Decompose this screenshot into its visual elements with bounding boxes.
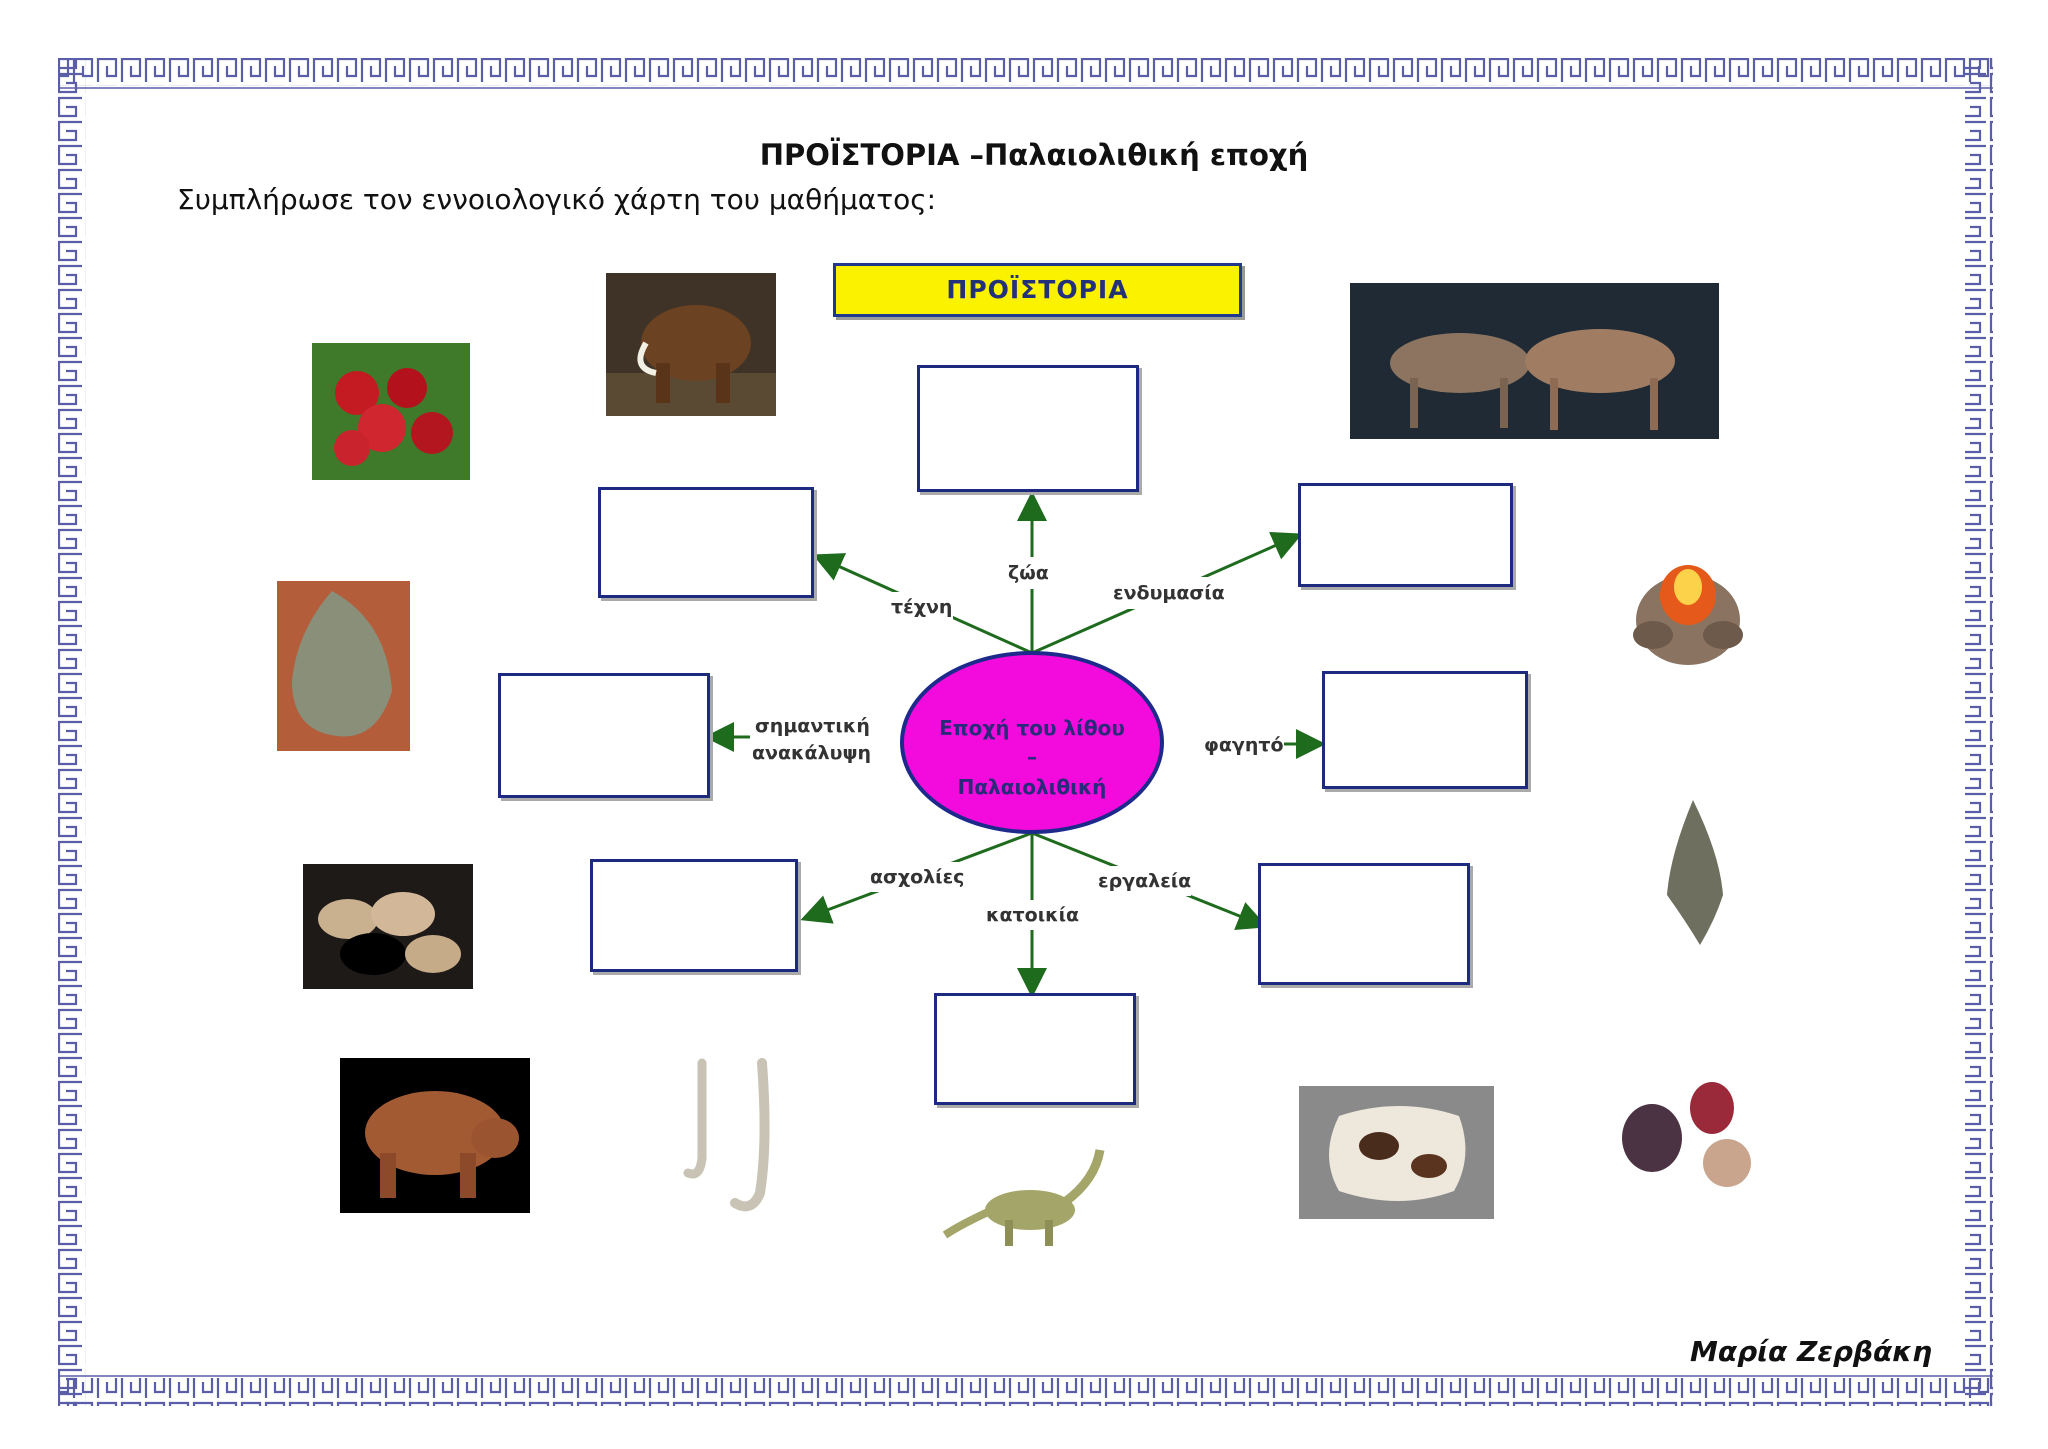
- onions-photo: [1622, 1082, 1751, 1187]
- page-subtitle: Συμπλήρωσε τον εννοιολογικό χάρτη του μα…: [177, 183, 937, 216]
- almonds-photo: [303, 864, 473, 989]
- answer-box-ergaleia[interactable]: [1258, 863, 1470, 985]
- mammoth-photo: [606, 273, 776, 416]
- animal-hide-photo: [1299, 1086, 1494, 1219]
- map-header-box: ΠΡΟΪΣΤΟΡΙΑ: [833, 263, 1242, 317]
- apples-photo: [312, 343, 470, 480]
- author-name: Μαρία Ζερβάκη: [1690, 1335, 1933, 1368]
- center-text-line3: Παλαιολιθική: [957, 775, 1107, 799]
- branch-label-zoa: ζώα: [1008, 562, 1049, 584]
- wolves-photo: [1350, 283, 1719, 439]
- branch-label-ergaleia: εργαλεία: [1098, 870, 1192, 892]
- branch-label-ascholies: ασχολίες: [870, 866, 965, 888]
- center-text-line1: Εποχή του λίθου: [939, 716, 1125, 740]
- bone-hooks-photo: [683, 1058, 770, 1212]
- answer-box-simantiki[interactable]: [498, 673, 710, 798]
- answer-box-endymasia[interactable]: [1298, 483, 1513, 587]
- branch-label-katoikia: κατοικία: [986, 904, 1080, 926]
- answer-box-katoikia[interactable]: [934, 993, 1136, 1105]
- cave-bear-photo: [340, 1058, 530, 1213]
- page-title: ΠΡΟΪΣΤΟΡΙΑ –Παλαιολιθική εποχή: [759, 138, 1309, 172]
- branch-label-simantiki-1: σημαντική: [755, 715, 870, 737]
- answer-box-techni[interactable]: [598, 487, 814, 598]
- arrowhead-photo: [1667, 800, 1723, 945]
- center-ellipse: [900, 651, 1164, 834]
- branch-label-endymasia: ενδυμασία: [1113, 582, 1225, 604]
- branch-label-techni: τέχνη: [891, 596, 953, 618]
- dinosaur-figure: [942, 1149, 1105, 1246]
- campfire-photo: [1633, 565, 1743, 665]
- branch-label-fagito: φαγητό: [1204, 734, 1284, 756]
- answer-box-fagito[interactable]: [1322, 671, 1528, 789]
- branch-label-simantiki-2: ανακάλυψη: [752, 742, 872, 764]
- hand-axe-photo: [277, 581, 410, 751]
- answer-box-zoa[interactable]: [917, 365, 1139, 492]
- center-text-line2: –: [1027, 745, 1037, 769]
- answer-box-ascholies[interactable]: [590, 859, 798, 972]
